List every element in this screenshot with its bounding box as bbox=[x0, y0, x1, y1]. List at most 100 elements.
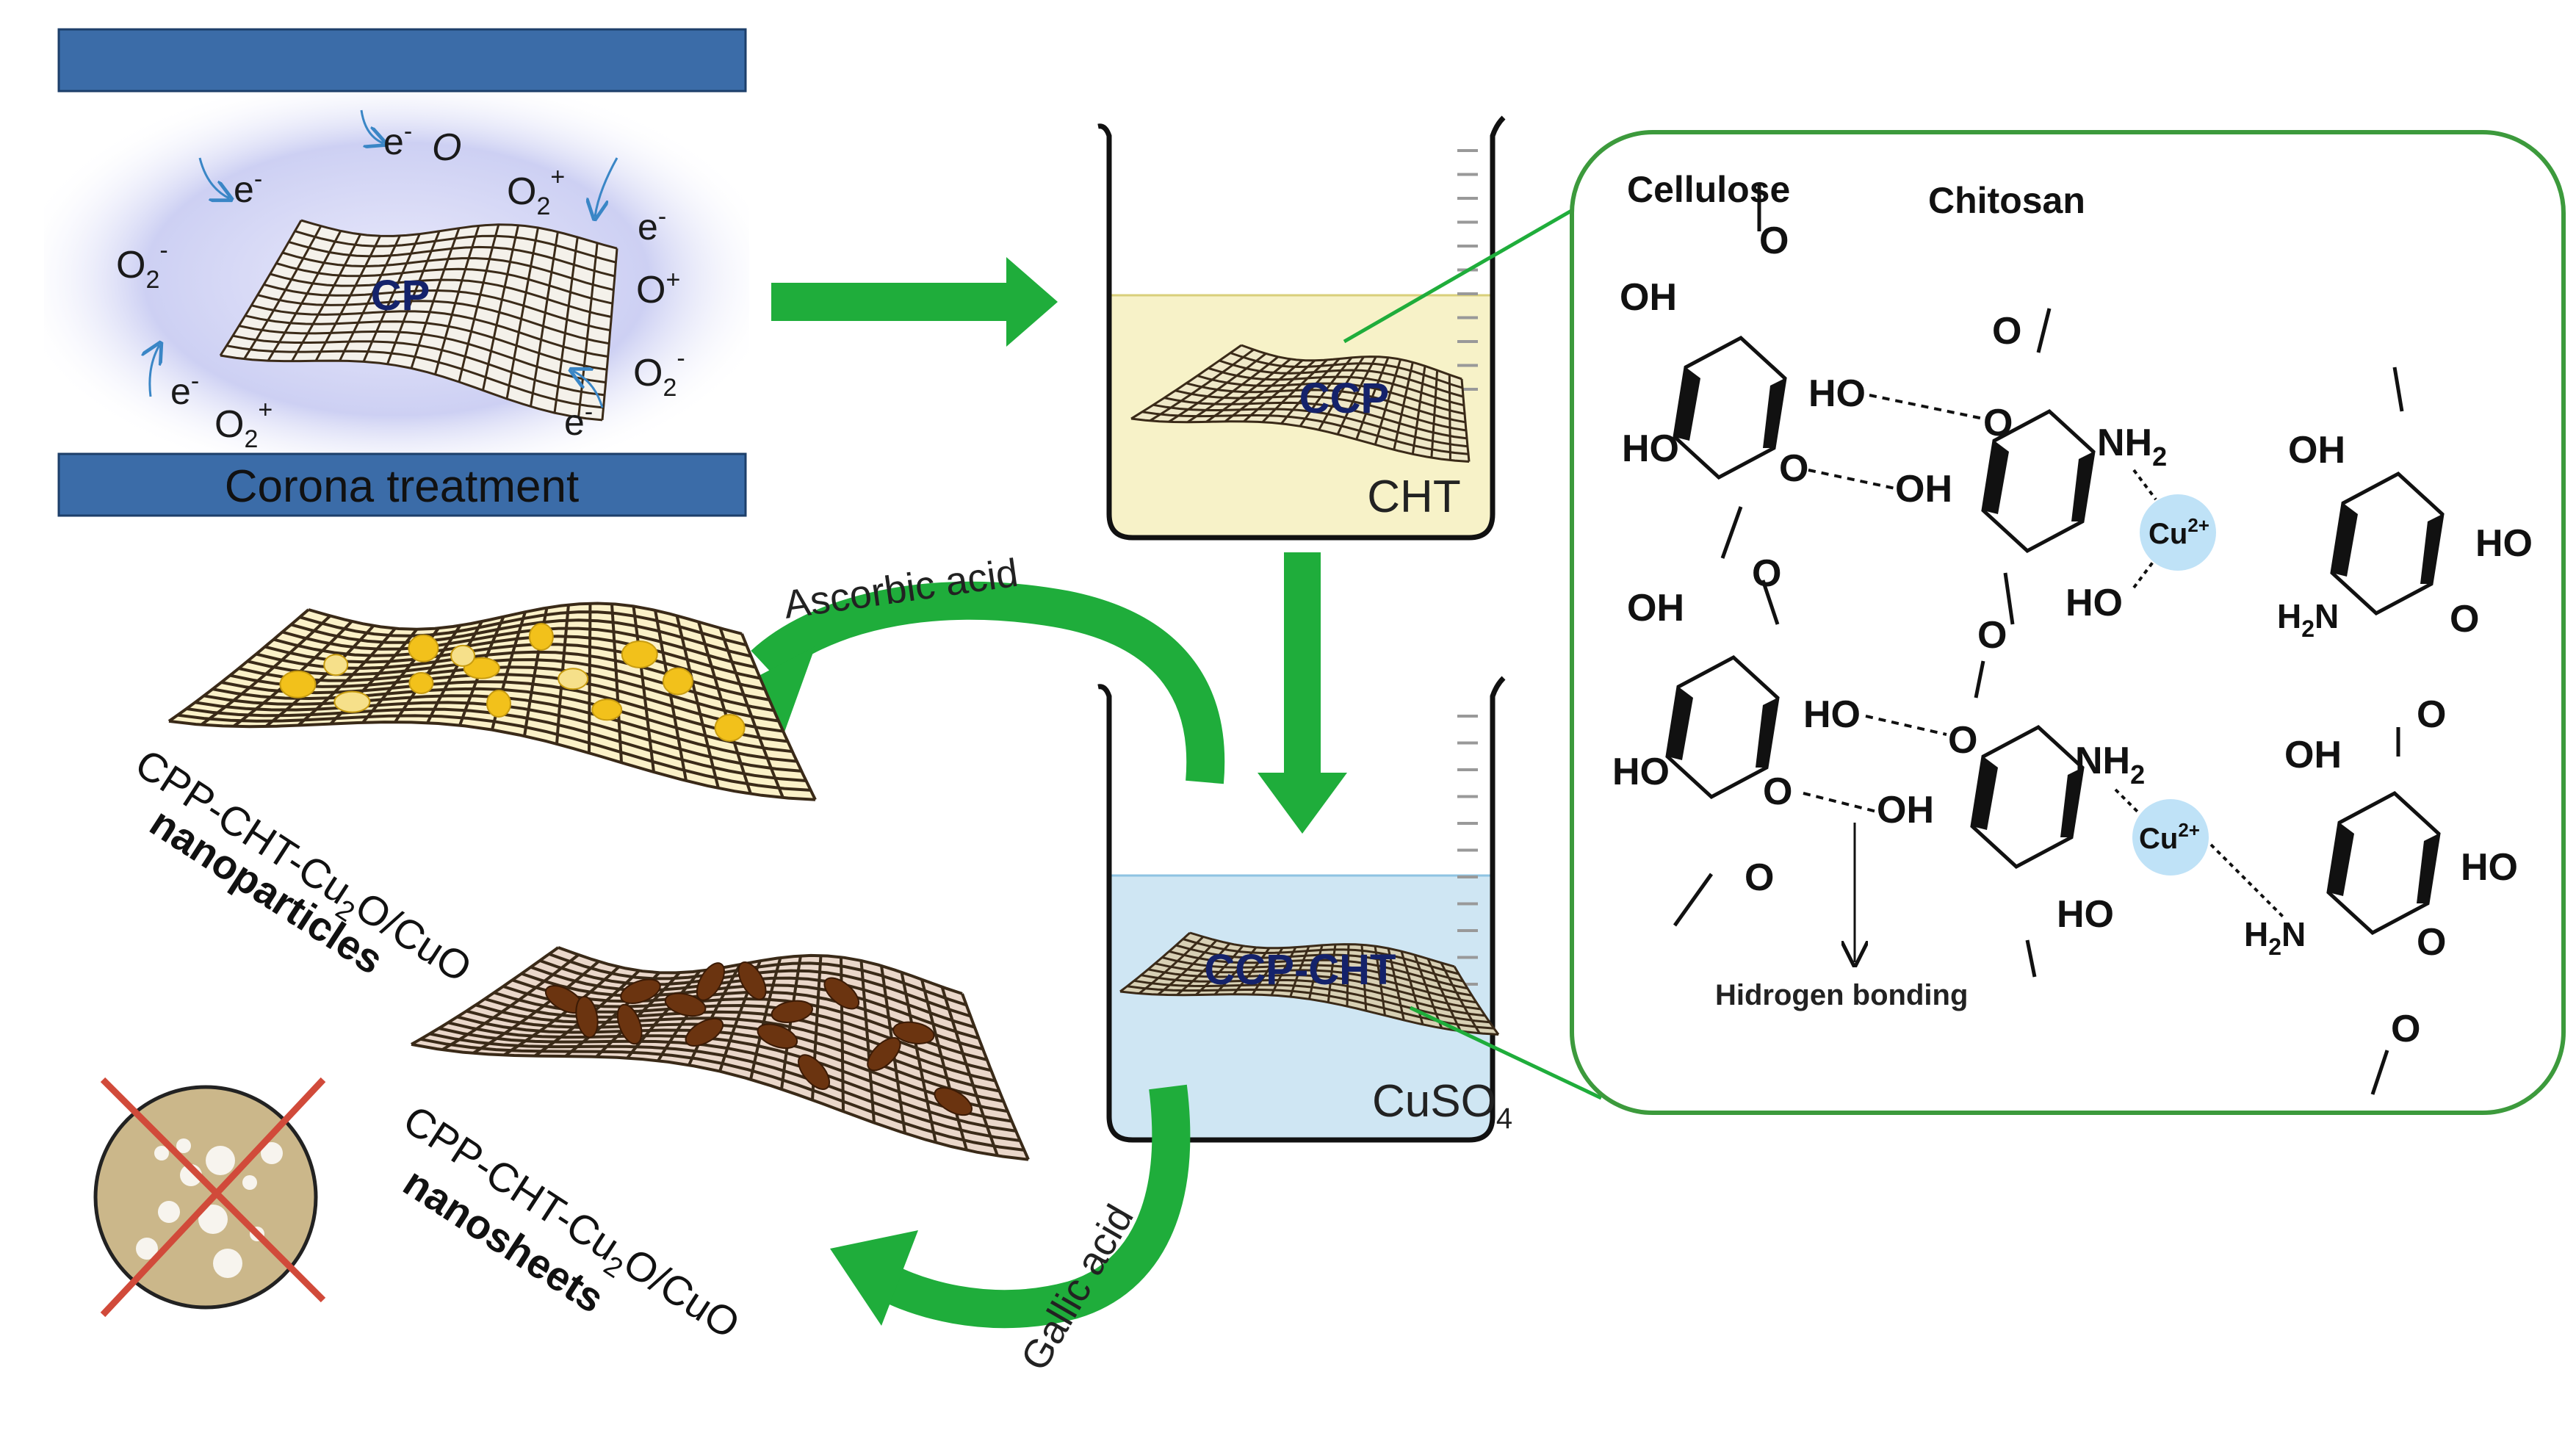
cellulose-atom-labels: O OH HO O O OH HO O O HO OH HO OH bbox=[1612, 220, 1952, 899]
fabric-weft-thread bbox=[1189, 931, 1455, 968]
fabric-weft-thread bbox=[457, 1015, 1009, 1113]
cht-solution-label: CHT bbox=[1367, 472, 1460, 522]
fabric-weft-thread bbox=[1197, 375, 1465, 415]
oxygen-atom-label: O bbox=[432, 126, 461, 169]
atom-o: O bbox=[2450, 598, 2479, 640]
corona-treatment-section: Corona treatment CP e- e- O O2+ e- O2- O… bbox=[44, 28, 749, 517]
nanoparticle-dot bbox=[558, 668, 589, 690]
electron-label: e- bbox=[564, 398, 593, 443]
nanoparticle-dot bbox=[714, 713, 746, 742]
fabric-weft-thread bbox=[484, 997, 996, 1083]
bacterial-colony bbox=[154, 1146, 169, 1160]
fabric-weft-thread bbox=[447, 1021, 1012, 1123]
fabric-weft-thread bbox=[439, 1027, 1017, 1133]
nanosheet bbox=[620, 978, 661, 1005]
fabric-weft-thread bbox=[282, 251, 614, 292]
nanoparticles-product: CPP-CHT-Cu2O/CuO nanoparticles bbox=[127, 602, 817, 992]
atom-o: O bbox=[1779, 447, 1808, 490]
fabric-warp-thread bbox=[601, 248, 618, 421]
fabric-warp-thread bbox=[577, 242, 599, 418]
gallic-acid-arrow bbox=[830, 1084, 1191, 1329]
o2-minus-label: O2- bbox=[116, 237, 168, 294]
nanoparticle-dot bbox=[279, 670, 317, 698]
nanosheet bbox=[685, 1017, 724, 1047]
fabric-weft-thread bbox=[420, 1037, 1025, 1152]
structure-panel-border bbox=[1570, 130, 2566, 1115]
bacterial-colony bbox=[176, 1138, 191, 1153]
ring-wedge-bond bbox=[1983, 441, 2009, 514]
atom-oh: OH bbox=[1627, 587, 1684, 629]
beaker-cht-graduation-marks bbox=[1457, 149, 1478, 391]
cellulose-heading: Cellulose bbox=[1627, 169, 1790, 210]
nanosheet bbox=[737, 961, 767, 1000]
electron-label: e- bbox=[638, 203, 666, 248]
atom-oh: OH bbox=[1895, 468, 1952, 510]
fabric-warp-thread bbox=[386, 231, 441, 365]
ring-wedge-bond bbox=[1667, 687, 1693, 760]
nanoparticle-dot bbox=[662, 667, 693, 696]
atom-ho: HO bbox=[1808, 372, 1866, 415]
fabric-weft-thread bbox=[1230, 352, 1463, 389]
fabric-weft-thread bbox=[250, 304, 608, 358]
fabric-weft-thread bbox=[300, 219, 618, 250]
ring-wedge-bond bbox=[2060, 768, 2082, 837]
fabric-weft-thread bbox=[1208, 367, 1465, 407]
top-electrode-plate bbox=[57, 28, 747, 93]
fabric-warp-thread bbox=[314, 235, 381, 362]
fabric-warp-thread bbox=[267, 230, 342, 361]
atom-ho: HO bbox=[2057, 893, 2114, 936]
bacterial-colony bbox=[198, 1205, 228, 1234]
fabric-weft-thread bbox=[1163, 397, 1468, 440]
fabric-weft-thread bbox=[177, 713, 811, 792]
fabric-weft-thread bbox=[1161, 956, 1473, 997]
fabric-weft-thread bbox=[308, 602, 743, 635]
atom-oh: OH bbox=[2284, 734, 2342, 776]
atom-oh: OH bbox=[2288, 429, 2345, 472]
bacterial-colony bbox=[261, 1142, 283, 1164]
fabric-weft-thread bbox=[220, 680, 788, 743]
fabric-weft-thread bbox=[1147, 968, 1482, 1011]
fabric-weft-thread bbox=[1183, 938, 1460, 975]
fabric-weft-thread bbox=[220, 354, 603, 422]
fabric-warp-thread bbox=[482, 225, 520, 391]
amine-nh2: NH2 bbox=[2075, 740, 2145, 790]
fabric-warp-thread bbox=[505, 227, 539, 400]
fabric-weft-thread bbox=[1169, 950, 1468, 990]
fabric-warp-thread bbox=[1448, 375, 1451, 461]
atom-oh: OH bbox=[1877, 789, 1934, 831]
nanosheet bbox=[771, 1000, 813, 1023]
amine-h2n: H2N bbox=[2244, 915, 2306, 960]
ring-wedge-bond bbox=[1675, 367, 1700, 441]
electron-arrow-icon bbox=[198, 157, 229, 198]
nanosheet bbox=[616, 1003, 643, 1045]
nanoparticle-dot bbox=[591, 698, 623, 721]
fabric-weft-thread bbox=[270, 272, 612, 318]
glycosidic-bond bbox=[2392, 367, 2404, 412]
glycosidic-bond bbox=[1761, 580, 1780, 625]
atom-o: O bbox=[1752, 552, 1781, 595]
fabric-weft-thread bbox=[281, 627, 757, 669]
fabric-weft-thread bbox=[1175, 389, 1467, 432]
nanosheet bbox=[934, 1087, 973, 1116]
electron-label: e- bbox=[234, 165, 262, 210]
sugar-ring-structures bbox=[1665, 184, 2445, 1095]
fabric-weft-thread bbox=[1241, 344, 1462, 380]
nanosheet bbox=[575, 995, 599, 1039]
fabric-warp-thread bbox=[362, 233, 421, 362]
atom-o: O bbox=[1745, 856, 1774, 899]
fabric-weft-thread bbox=[263, 283, 611, 332]
fabric-weft-thread bbox=[558, 946, 963, 995]
nanoparticle-dot bbox=[408, 634, 439, 663]
ring-wedge-bond bbox=[2332, 503, 2358, 577]
atom-o: O bbox=[1992, 310, 2021, 353]
ccp-cht-fabric bbox=[1119, 931, 1500, 1036]
cp-fabric bbox=[219, 219, 618, 422]
beaker-cuso4: CCP-CHT CuSO4 bbox=[1097, 676, 1512, 1143]
cu-ion-top: Cu2+ bbox=[2140, 494, 2216, 571]
cp-label: CP bbox=[371, 272, 430, 320]
o2-plus-label: O2+ bbox=[214, 396, 273, 453]
fabric-warp-thread bbox=[588, 603, 592, 754]
electron-arrow-icon bbox=[595, 157, 618, 217]
atom-o: O bbox=[1759, 220, 1789, 262]
